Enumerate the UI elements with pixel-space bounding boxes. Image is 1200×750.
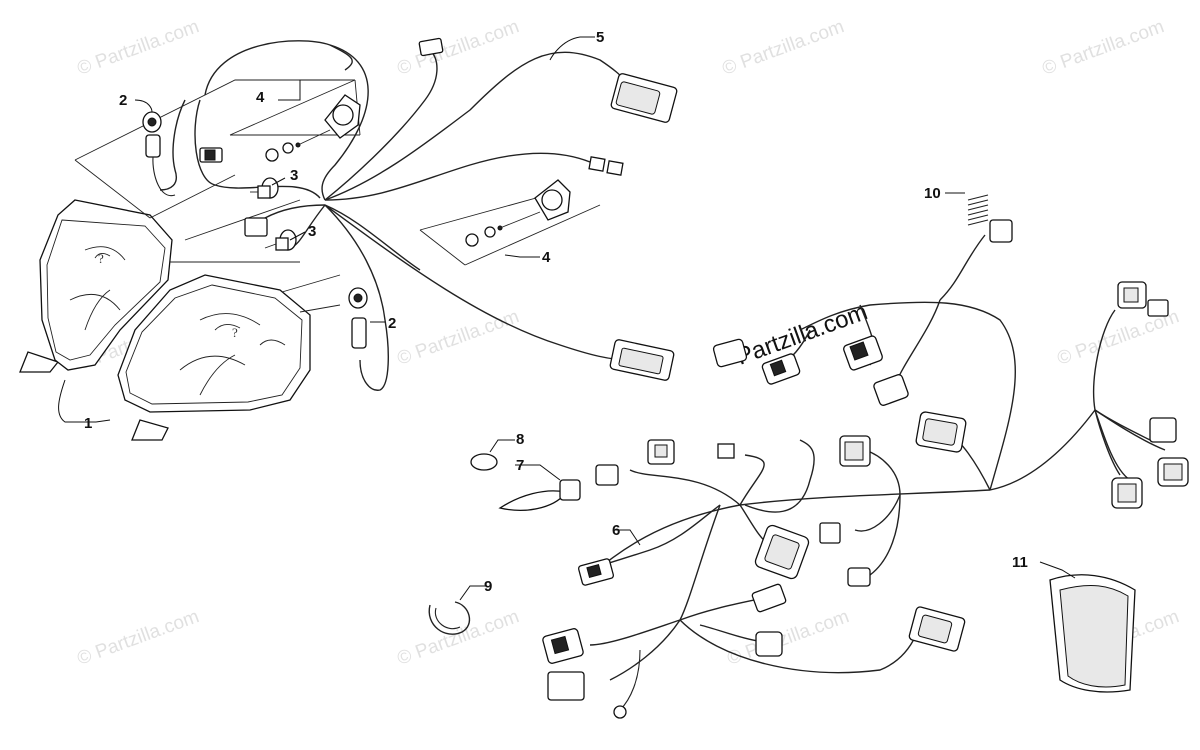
- adjuster-assembly-upper: [265, 94, 361, 162]
- callout-5: 5: [596, 29, 604, 46]
- callout-10: 10: [924, 185, 941, 202]
- watermark: © Partzilla.com: [395, 306, 522, 370]
- callout-2-lower: 2: [388, 315, 396, 332]
- callout-3-upper: 3: [290, 167, 298, 184]
- callout-8: 8: [516, 431, 524, 448]
- callout-numbers: 1 2 2 3 3 4 4 5 6 7 8 9 10 11: [84, 29, 1028, 595]
- watermark: © Partzilla.com: [395, 16, 522, 80]
- headlight-assembly-left: ?: [19, 199, 173, 441]
- bulb-socket-upper: [142, 111, 223, 197]
- adjuster-assembly-lower: [465, 179, 571, 247]
- bulb-upper: [250, 177, 279, 199]
- callout-11: 11: [1012, 554, 1028, 571]
- callout-4-upper: 4: [256, 89, 265, 106]
- callout-3-lower: 3: [308, 223, 316, 240]
- bulb-socket-lower: [348, 287, 368, 349]
- watermark: © Partzilla.com: [75, 16, 202, 80]
- watermark: © Partzilla.com: [720, 16, 847, 80]
- headlight-harness: [159, 40, 631, 391]
- callout-7: 7: [516, 457, 524, 474]
- watermark: © Partzilla.com: [395, 606, 522, 670]
- svg-text:?: ?: [98, 251, 104, 266]
- svg-text:?: ?: [232, 325, 238, 340]
- small-parts: [428, 194, 1136, 693]
- callout-6: 6: [612, 522, 620, 539]
- callout-4-lower: 4: [542, 249, 551, 266]
- watermark: © Partzilla.com: [1040, 16, 1167, 80]
- main-harness-connectors: [542, 219, 1189, 719]
- watermark: © Partzilla.com: [75, 606, 202, 670]
- harness-connectors-top: [244, 37, 678, 381]
- bulb-lower: [264, 229, 297, 251]
- callout-9: 9: [484, 578, 492, 595]
- headlight-assembly-right: ?: [117, 274, 311, 413]
- callout-1: 1: [84, 415, 92, 432]
- callout-2-upper: 2: [119, 92, 127, 109]
- leader-lines: [58, 36, 1076, 601]
